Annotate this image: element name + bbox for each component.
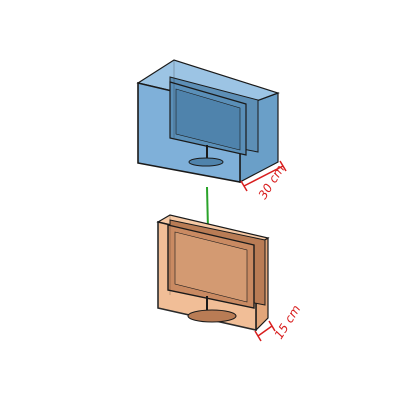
top-box bbox=[136, 59, 280, 183]
bottom-dimension-tick-start bbox=[254, 330, 262, 342]
bottom-monitor bbox=[167, 219, 266, 323]
bottom-monitor-stand bbox=[187, 309, 237, 323]
arrow-shaft bbox=[206, 186, 209, 231]
bottom-dimension-tick-end bbox=[268, 320, 276, 332]
top-monitor-screen-inner bbox=[175, 88, 241, 151]
top-dimension-line bbox=[243, 165, 284, 187]
top-monitor-stand bbox=[188, 157, 224, 167]
bottom-monitor-screen-inner bbox=[174, 231, 248, 303]
bottom-box bbox=[156, 214, 270, 332]
bottom-dimension-line bbox=[257, 325, 273, 337]
bottom-dimension-label: 15 cm bbox=[272, 302, 304, 341]
top-monitor bbox=[169, 76, 259, 167]
top-dimension-tick-start bbox=[240, 180, 248, 192]
top-dimension-tick-end bbox=[279, 160, 287, 172]
